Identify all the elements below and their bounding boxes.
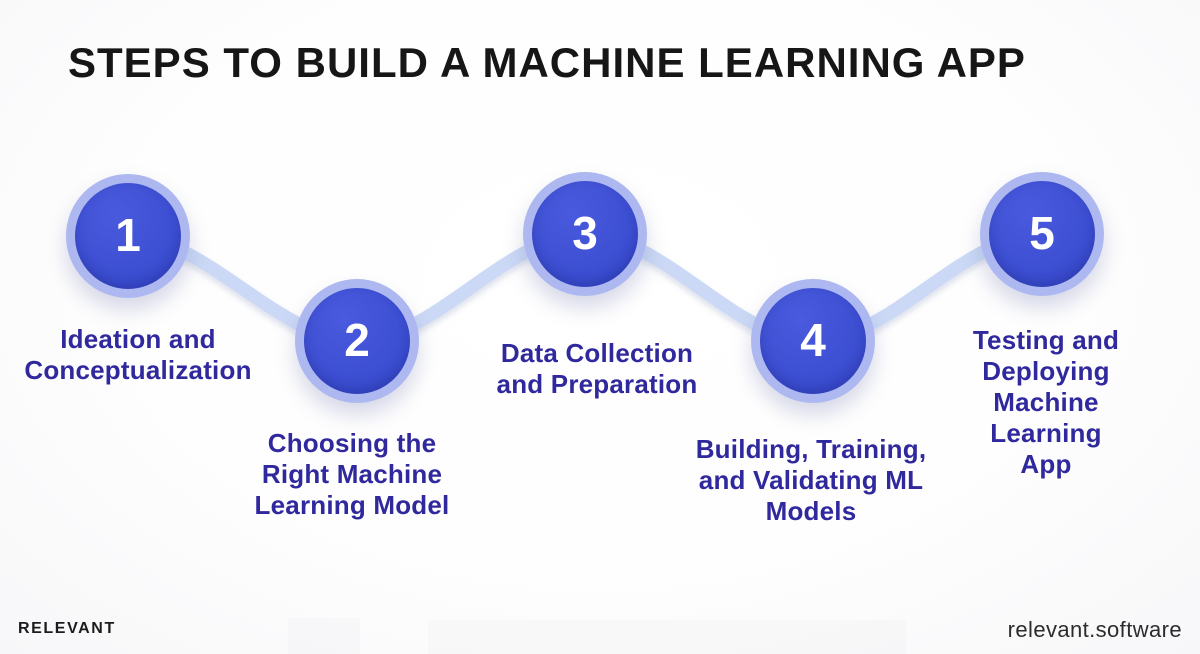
- step-4-label: Building, Training, and Validating ML Mo…: [695, 434, 927, 526]
- brand-logo-text: RELEVANT: [18, 620, 116, 637]
- step-1-number: 1: [115, 209, 141, 261]
- step-2-label: Choosing the Right Machine Learning Mode…: [254, 428, 450, 520]
- page-title: STEPS TO BUILD A MACHINE LEARNING APP: [68, 39, 1026, 86]
- step-3-label: Data Collection and Preparation: [496, 338, 698, 399]
- step-3-number: 3: [572, 207, 598, 259]
- background-shade-left: [288, 618, 360, 654]
- website-url-text: relevant.software: [1007, 617, 1182, 642]
- step-4-number: 4: [800, 314, 826, 366]
- step-1-label: Ideation and Conceptualization: [24, 324, 252, 385]
- step-5-label: Testing and Deploying Machine Learning A…: [972, 325, 1120, 479]
- step-5-number: 5: [1029, 207, 1055, 259]
- background-shade-right: [428, 620, 906, 654]
- step-2-circle: 2: [295, 279, 419, 403]
- step-5-circle: 5: [980, 172, 1104, 296]
- step-4-circle: 4: [751, 279, 875, 403]
- step-3-circle: 3: [523, 172, 647, 296]
- step-2-number: 2: [344, 314, 370, 366]
- step-1-circle: 1: [66, 174, 190, 298]
